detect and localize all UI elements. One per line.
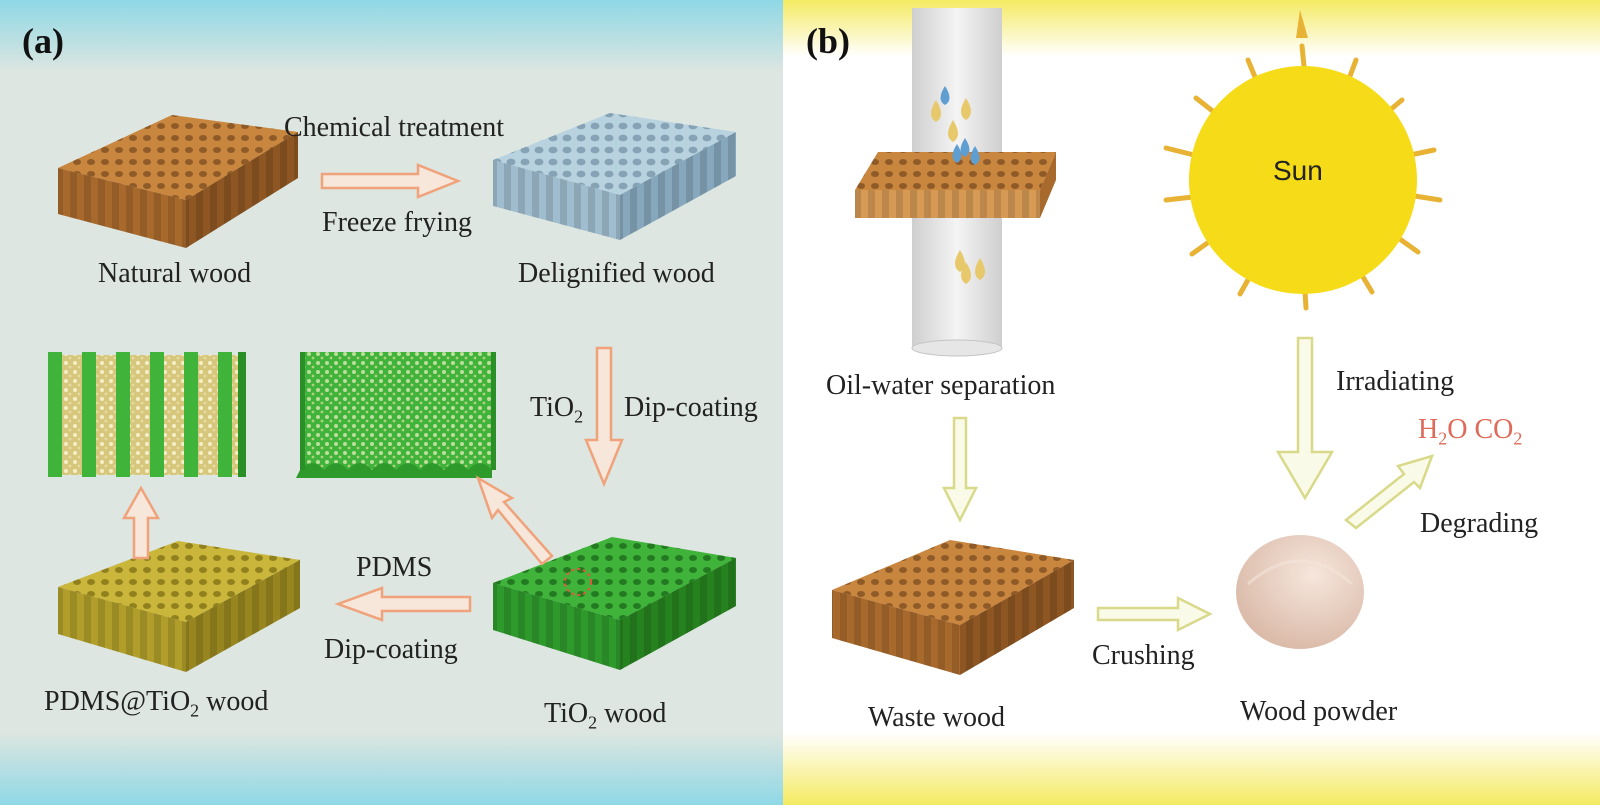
- products-label: H2O CO2: [1418, 414, 1523, 449]
- arrow-tio2-to-pdms: [334, 586, 472, 622]
- tio2-label: TiO2: [530, 392, 584, 427]
- degrading-label: Degrading: [1420, 508, 1539, 539]
- oil-water-separation-label: Oil-water separation: [826, 370, 1056, 401]
- sun-label: Sun: [1273, 155, 1323, 186]
- tio2-wood-label: TiO2 wood: [544, 698, 667, 733]
- pdms-tio2-channel-section: [48, 352, 246, 477]
- arrow-separation-to-waste: [941, 416, 979, 523]
- arrow-waste-to-powder: [1096, 595, 1213, 633]
- tio2-channel-section: [296, 352, 496, 478]
- pdms-tio2-wood-block: [58, 541, 300, 672]
- arrow-delignified-to-tio2: [584, 346, 624, 488]
- arrow-pdms-to-channel: [121, 485, 161, 560]
- arrow-natural-to-delignified: [320, 163, 462, 199]
- pdms-tio2-wood-label: PDMS@TiO2 wood: [44, 686, 269, 721]
- waste-wood-block: [832, 540, 1074, 675]
- freeze-frying-label: Freeze frying: [322, 207, 473, 238]
- sun: [1163, 10, 1443, 311]
- panel-b-background: [783, 0, 1600, 805]
- chemical-treatment-label: Chemical treatment: [284, 112, 505, 143]
- oil-water-droplets: [931, 86, 985, 284]
- wood-powder-label: Wood powder: [1240, 696, 1398, 727]
- tio2-wood-block: [493, 537, 736, 670]
- mesh-wood-block: [855, 152, 1056, 218]
- pdms-label: PDMS: [356, 552, 433, 583]
- panel-b-tag: (b): [806, 21, 850, 61]
- natural-wood-label: Natural wood: [98, 258, 252, 289]
- arrow-sun-to-powder: [1275, 336, 1335, 501]
- natural-wood-block: [58, 115, 298, 248]
- delignified-wood-label: Delignified wood: [518, 258, 715, 289]
- arrow-powder-to-products: [1343, 454, 1435, 530]
- crushing-label: Crushing: [1092, 640, 1195, 671]
- wood-powder-pile: [1236, 535, 1364, 649]
- dip-coating-label-2: Dip-coating: [324, 634, 458, 665]
- arrow-tio2-to-channel: [475, 475, 554, 566]
- dip-coating-label-1: Dip-coating: [624, 392, 758, 423]
- panel-a-tag: (a): [22, 21, 64, 61]
- delignified-wood-block: [493, 113, 736, 240]
- irradiating-label: Irradiating: [1336, 366, 1455, 397]
- waste-wood-label: Waste wood: [868, 702, 1005, 733]
